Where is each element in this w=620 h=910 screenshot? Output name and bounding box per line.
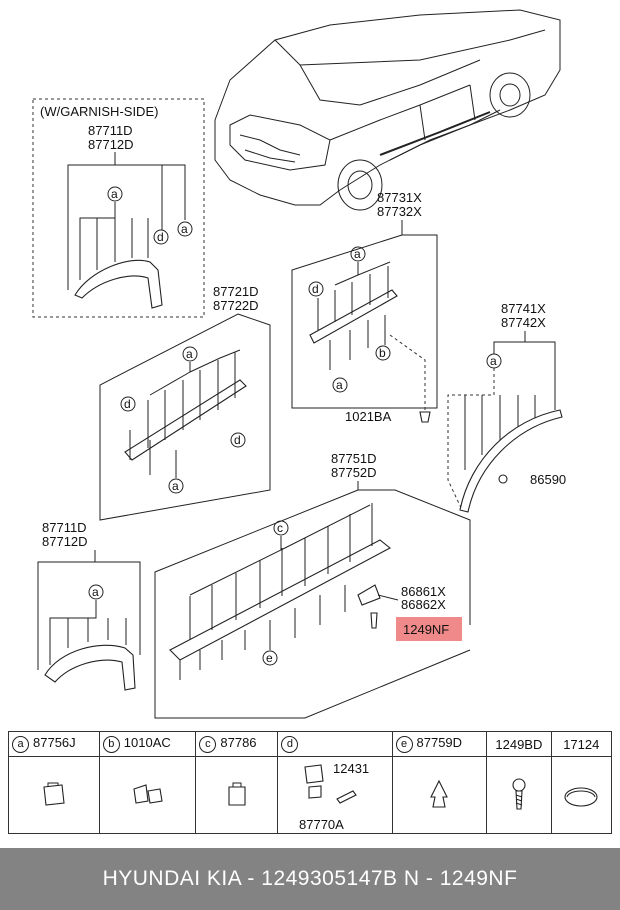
- garnish-arch-part: a d a: [67, 152, 193, 309]
- circle-d-door-2: d: [234, 433, 241, 447]
- screw-86590-icon: [498, 474, 508, 484]
- plug-17124-icon: [564, 787, 598, 807]
- clip-1010ac-icon: [132, 784, 163, 804]
- sill-moulding-group: c e: [154, 481, 471, 719]
- circle-a-rear-arch: a: [490, 354, 497, 368]
- legend-header-1249bd: 1249BD: [486, 731, 552, 757]
- clip-87756j-icon: [43, 782, 65, 806]
- legend-header-d: d: [277, 731, 393, 757]
- screw-1249bd-icon: [512, 778, 526, 810]
- legend-image-17124: [550, 756, 613, 834]
- footer-part-reference: HYUNDAI KIA - 1249305147B N - 1249NF: [102, 867, 518, 890]
- legend-d-part-upper: 12431: [333, 761, 369, 776]
- legend-image-e: [391, 756, 488, 834]
- legend-image-c: [195, 756, 279, 834]
- door-lower-part-number-1: 87721D: [213, 284, 259, 299]
- highlighted-part-number: 1249NF: [403, 622, 449, 637]
- rear-arch-moulding-group: a: [447, 331, 563, 513]
- footer-bar: HYUNDAI KIA - 1249305147B N - 1249NF: [0, 848, 620, 910]
- bracket-part-number-2: 86862X: [401, 597, 446, 612]
- garnish-dashed-box: [32, 98, 205, 318]
- parts-diagram: (W/GARNISH-SIDE) 87711D 87712D a d a 877…: [32, 9, 566, 719]
- front-arch-part-number-2: 87712D: [42, 534, 88, 549]
- circle-d-rear: d: [312, 282, 319, 296]
- clip-87759d-icon: [430, 779, 449, 808]
- legend-image-a: [8, 756, 100, 834]
- garnish-part-number-2: 87712D: [88, 137, 134, 152]
- rear-door-moulding-group: a d b a: [291, 220, 438, 410]
- circle-b-rear: b: [379, 346, 386, 360]
- clip-87786-icon: [228, 782, 246, 806]
- circle-e-sill: e: [266, 651, 273, 665]
- garnish-box-title: (W/GARNISH-SIDE): [40, 104, 158, 119]
- circle-a-garnish: a: [111, 187, 118, 201]
- rear-door-part-number-1: 87731X: [377, 190, 422, 205]
- circle-a-rear-2: a: [336, 378, 343, 392]
- front-arch-part-number-1: 87711D: [42, 520, 87, 535]
- circle-d-garnish: d: [157, 230, 164, 244]
- clip-set-d-icon: 12431 87770A: [299, 761, 369, 832]
- garnish-part-number-1: 87711D: [88, 123, 133, 138]
- legend-image-d: 12431 87770A: [277, 756, 393, 834]
- highlighted-part-box: [396, 617, 462, 641]
- circle-d-door: d: [124, 397, 131, 411]
- circle-a-garnish-2: a: [181, 222, 188, 236]
- legend-image-1249bd: [486, 756, 552, 834]
- sill-part-number-1: 87751D: [331, 451, 377, 466]
- door-lower-moulding-group: a d d a: [99, 313, 271, 521]
- sill-part-number-2: 87752D: [331, 465, 377, 480]
- fastener-1021-label: 1021BA: [345, 409, 392, 424]
- car-illustration: [214, 9, 561, 211]
- legend-d-part-lower: 87770A: [299, 817, 344, 832]
- screw-86590-label: 86590: [530, 472, 566, 487]
- circle-a-rear: a: [354, 247, 361, 261]
- circle-a-door-2: a: [172, 479, 179, 493]
- legend-image-b: [98, 756, 197, 834]
- legend-header-17124: 17124: [550, 731, 613, 757]
- circle-c-sill: c: [277, 521, 283, 535]
- rear-arch-part-number-2: 87742X: [501, 315, 546, 330]
- front-arch-moulding-group: a: [37, 550, 141, 691]
- circle-a-door: a: [186, 347, 193, 361]
- circle-a-front-arch: a: [92, 585, 99, 599]
- rear-door-part-number-2: 87732X: [377, 204, 422, 219]
- fastener-1021-icon: [419, 411, 431, 423]
- bracket-part-number-1: 86861X: [401, 584, 446, 599]
- door-lower-part-number-2: 87722D: [213, 298, 259, 313]
- rear-arch-part-number-1: 87741X: [501, 301, 546, 316]
